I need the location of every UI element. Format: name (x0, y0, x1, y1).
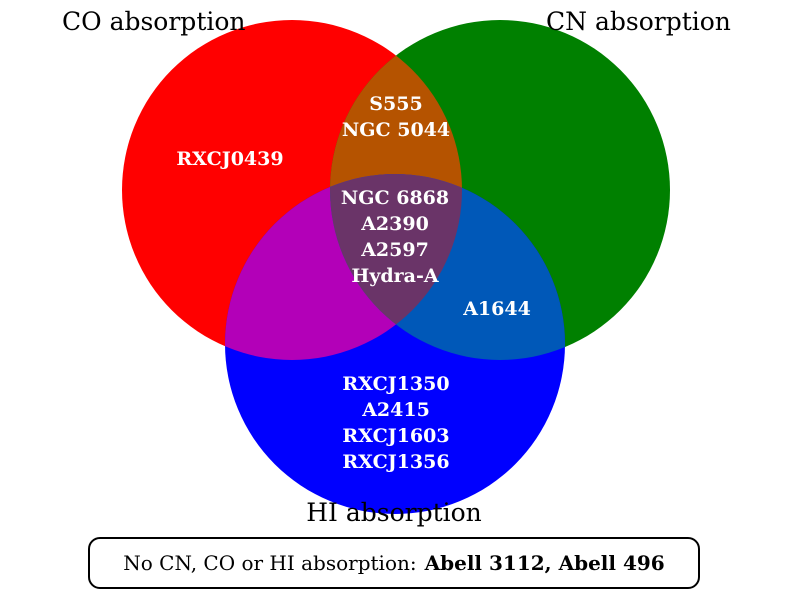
member-co-cn-0: S555 (369, 93, 422, 115)
no-absorption-box: No CN, CO or HI absorption: Abell 3112, … (88, 537, 700, 589)
member-cn-hi-0: A1644 (462, 298, 531, 320)
no-absorption-members: Abell 3112, Abell 496 (424, 551, 665, 575)
co-set-label: CO absorption (62, 7, 246, 36)
hi-set-label: HI absorption (306, 498, 482, 527)
member-hi-only-3: RXCJ1356 (342, 451, 449, 473)
no-absorption-prefix: No CN, CO or HI absorption: (123, 551, 417, 575)
member-co-only-0: RXCJ0439 (176, 148, 283, 170)
member-hi-only-2: RXCJ1603 (342, 425, 449, 447)
member-co-cn-hi-3: Hydra-A (351, 265, 438, 287)
cn-set-label: CN absorption (546, 7, 731, 36)
member-hi-only-0: RXCJ1350 (342, 373, 449, 395)
member-co-cn-hi-2: A2597 (360, 239, 429, 261)
member-co-cn-hi-1: A2390 (360, 213, 429, 235)
member-co-cn-1: NGC 5044 (342, 119, 450, 141)
member-hi-only-1: A2415 (361, 399, 430, 421)
member-co-cn-hi-0: NGC 6868 (341, 187, 449, 209)
